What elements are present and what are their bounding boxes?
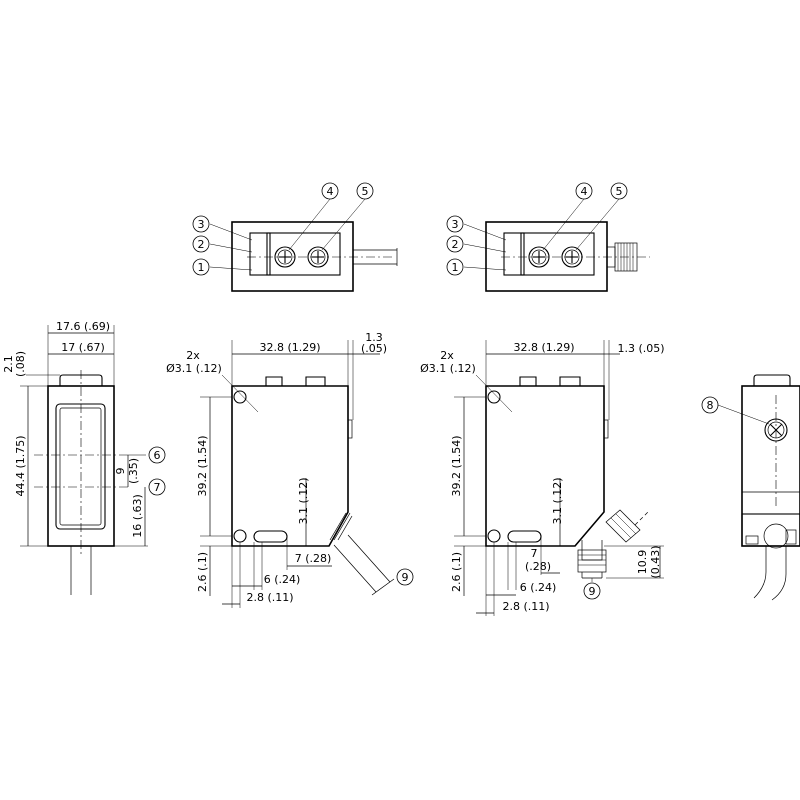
callout-3: 3 [446,215,464,233]
svg-text:7: 7 [154,481,161,494]
led-indicator-icon [307,246,329,268]
svg-text:39.2 (1.54): 39.2 (1.54) [196,435,209,496]
side-view-connector: 32.8 (1.29) 1.3 (.05) 2x Ø3.1 (.12) 39.2… [420,340,665,616]
svg-text:1.3: 1.3 [365,331,383,344]
svg-text:2x: 2x [440,349,454,362]
svg-text:5: 5 [616,185,623,198]
svg-text:3.1 (.12): 3.1 (.12) [297,477,310,524]
control-panel [266,232,341,276]
callout-2: 2 [192,235,210,253]
svg-text:2.6 (.1): 2.6 (.1) [450,552,463,592]
svg-text:2.8 (.11): 2.8 (.11) [246,591,293,604]
svg-text:7: 7 [531,547,538,560]
housing-outline [485,385,605,547]
callout-6: 6 [148,446,166,464]
callout-8: 8 [701,396,719,414]
svg-text:7 (.28): 7 (.28) [295,552,332,565]
callout-9: 9 [396,568,414,586]
optics-window [55,403,106,530]
top-view-cable: 3 2 1 4 5 [192,182,398,292]
mounting-hole-top [233,390,247,404]
svg-text:6: 6 [154,449,161,462]
connector-stub [606,242,638,272]
svg-text:16 (.63): 16 (.63) [131,494,144,538]
callout-2: 2 [446,235,464,253]
svg-text:Ø3.1 (.12): Ø3.1 (.12) [420,362,476,375]
callout-4: 4 [321,182,339,200]
svg-text:2.8 (.11): 2.8 (.11) [502,600,549,613]
svg-text:(.05): (.05) [361,342,387,355]
svg-text:Ø3.1 (.12): Ø3.1 (.12) [166,362,222,375]
callout-1: 1 [446,258,464,276]
callout-7: 7 [148,478,166,496]
svg-text:2.1: 2.1 [2,355,15,373]
svg-text:4: 4 [581,185,588,198]
svg-text:17 (.67): 17 (.67) [61,341,105,354]
svg-text:3.1 (.12): 3.1 (.12) [551,477,564,524]
mounting-hole-top [487,390,501,404]
mounting-slot [253,530,288,543]
svg-text:3: 3 [198,218,205,231]
svg-text:32.8 (1.29): 32.8 (1.29) [513,341,574,354]
adjust-screw-icon [764,418,788,442]
svg-text:2x: 2x [186,349,200,362]
cable-outlet [333,534,395,596]
svg-text:17.6 (.69): 17.6 (.69) [56,320,110,333]
svg-text:5: 5 [362,185,369,198]
callout-9: 9 [583,582,601,600]
front-view: 17.6 (.69) 17 (.67) 44.4 (1.75) 2.1 (.08… [2,320,166,595]
top-view-connector: 3 2 1 4 5 [446,182,650,292]
callout-1: 1 [192,258,210,276]
window-cover [249,232,271,276]
svg-text:(0.43): (0.43) [649,545,662,578]
svg-text:44.4 (1.75): 44.4 (1.75) [14,435,27,496]
svg-text:6 (.24): 6 (.24) [520,581,557,594]
svg-text:9: 9 [114,468,127,475]
mounting-hole-bottom [487,529,501,543]
led-indicator-icon [561,246,583,268]
side-view-cable: 32.8 (1.29) 1.3 (.05) 2x Ø3.1 (.12) 39.2… [166,331,414,608]
potentiometer-icon [528,246,550,268]
housing-outline [231,385,349,547]
callout-5: 5 [610,182,628,200]
svg-text:2: 2 [452,238,459,251]
housing-outline [231,221,354,292]
svg-text:6 (.24): 6 (.24) [264,573,301,586]
svg-text:39.2 (1.54): 39.2 (1.54) [450,435,463,496]
callout-5: 5 [356,182,374,200]
svg-text:2: 2 [198,238,205,251]
svg-text:1: 1 [452,261,459,274]
svg-text:1.3 (.05): 1.3 (.05) [617,342,664,355]
svg-text:10.9: 10.9 [636,550,649,575]
housing-outline [741,385,800,547]
svg-text:8: 8 [707,399,714,412]
svg-text:2.6 (.1): 2.6 (.1) [196,552,209,592]
svg-text:32.8 (1.29): 32.8 (1.29) [259,341,320,354]
callout-4: 4 [575,182,593,200]
cable [753,523,789,601]
rear-view: 8 [701,374,800,601]
svg-text:3: 3 [452,218,459,231]
potentiometer-icon [274,246,296,268]
connector-m8 [577,540,607,579]
callout-3: 3 [192,215,210,233]
svg-text:(.08): (.08) [14,351,27,377]
mounting-hole-bottom [233,529,247,543]
mounting-slot [507,530,542,543]
svg-text:(.35): (.35) [127,458,140,484]
svg-text:9: 9 [402,571,409,584]
connector-angled [605,509,649,543]
svg-text:4: 4 [327,185,334,198]
svg-text:9: 9 [589,585,596,598]
svg-text:1: 1 [198,261,205,274]
svg-text:(.28): (.28) [525,560,551,573]
